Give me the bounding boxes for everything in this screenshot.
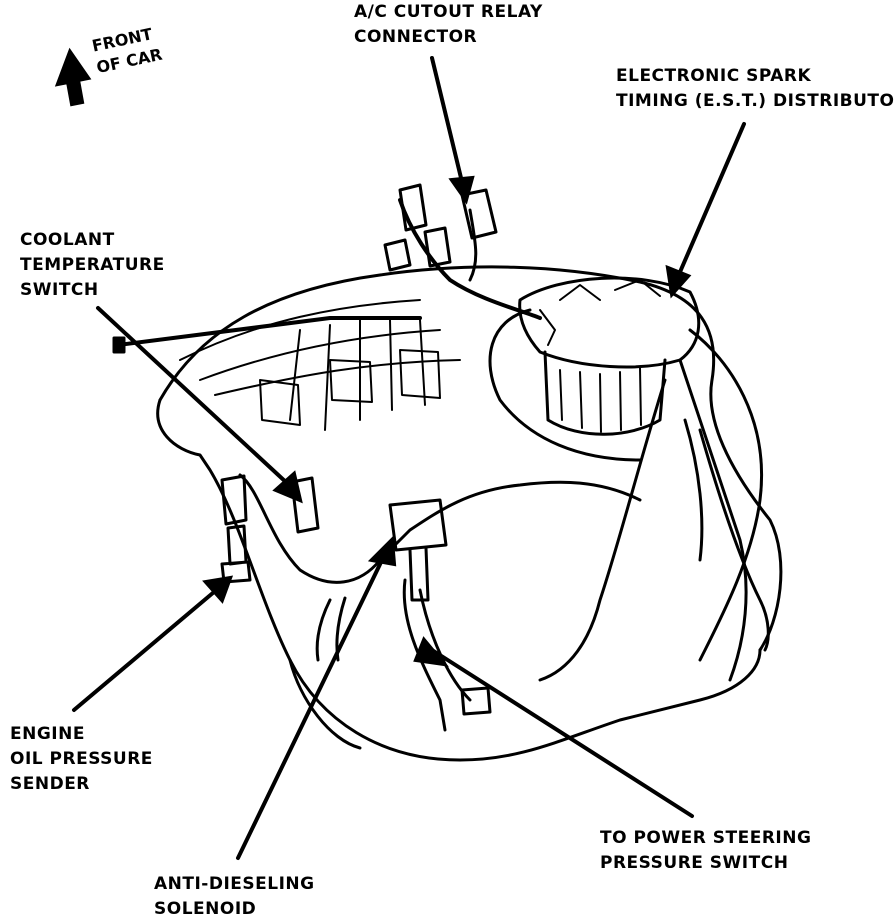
oil-line3: SENDER	[10, 774, 90, 794]
power-steering-line1: TO POWER STEERING	[600, 828, 812, 848]
anti-dieseling-line2: SOLENOID	[154, 899, 257, 919]
oil-arrowhead	[202, 575, 234, 604]
power-steering-label: TO POWER STEERING PRESSURE SWITCH	[600, 826, 811, 876]
solenoid-body	[388, 498, 448, 552]
harness-connectors	[383, 183, 452, 272]
plug-wire-2	[678, 358, 748, 682]
front-arrow-icon	[54, 47, 92, 107]
coolant-switch-label: COOLANT TEMPERATURE SWITCH	[20, 228, 165, 303]
est-arrowhead	[665, 264, 692, 299]
coolant-leader	[96, 306, 290, 486]
solenoid-arrowhead	[367, 535, 397, 567]
rod-end	[112, 336, 126, 354]
intake-manifold	[179, 299, 461, 396]
coolant-line2: TEMPERATURE	[20, 255, 165, 275]
ac-relay-arrowhead	[448, 175, 475, 205]
ac-connector	[460, 188, 498, 240]
engine-block-left	[156, 398, 462, 762]
oil-leader	[72, 590, 216, 712]
engine-outline	[158, 265, 783, 652]
plug-wire-5	[698, 428, 770, 652]
distributor-cap	[518, 276, 701, 369]
solenoid-stem	[408, 546, 430, 602]
ps-arrowhead	[413, 636, 449, 667]
oil-line1: ENGINE	[10, 724, 85, 744]
plug-wire-3	[538, 378, 667, 682]
coolant-line1: COOLANT	[20, 230, 115, 250]
distributor-terminals	[539, 279, 661, 346]
est-line1: ELECTRONIC SPARK	[616, 66, 812, 86]
oil-sender-body	[220, 474, 252, 584]
power-steering-line2: PRESSURE SWITCH	[600, 853, 789, 873]
hose-left	[315, 596, 347, 662]
harness-ac	[468, 208, 478, 282]
oil-line2: OIL PRESSURE	[10, 749, 153, 769]
ps-connector	[460, 686, 492, 716]
oil-sender-label: ENGINE OIL PRESSURE SENDER	[10, 722, 153, 797]
lower-harness	[238, 473, 642, 584]
coolant-line3: SWITCH	[20, 280, 99, 300]
est-distributor-label: ELECTRONIC SPARK TIMING (E.S.T.) DISTRIB…	[616, 64, 896, 114]
solenoid-leader	[236, 554, 386, 860]
plug-wire-1	[688, 328, 763, 662]
coolant-arrowhead	[272, 470, 303, 504]
coolant-switch-body	[290, 476, 320, 534]
ac-relay-label: A/C CUTOUT RELAY CONNECTOR	[354, 0, 543, 50]
plug-wire-4	[683, 418, 704, 562]
throttle-rod	[116, 316, 422, 347]
ps-leader	[430, 648, 694, 818]
manifold-ribs	[289, 319, 426, 431]
est-leader	[678, 122, 746, 274]
distributor-ribs	[559, 367, 642, 433]
plug-wire-6	[488, 308, 642, 462]
engine-lower	[288, 648, 762, 762]
anti-dieseling-line1: ANTI-DIESELING	[154, 874, 315, 894]
est-line2: TIMING (E.S.T.) DISTRIBUTOR	[616, 91, 896, 111]
anti-dieseling-label: ANTI-DIESELING SOLENOID	[154, 872, 315, 922]
manifold-blocks	[259, 349, 441, 426]
ac-relay-leader	[430, 56, 464, 184]
ac-relay-line1: A/C CUTOUT RELAY	[354, 2, 543, 22]
distributor-housing	[543, 350, 667, 436]
ac-relay-line2: CONNECTOR	[354, 27, 478, 47]
harness-main	[398, 198, 542, 320]
